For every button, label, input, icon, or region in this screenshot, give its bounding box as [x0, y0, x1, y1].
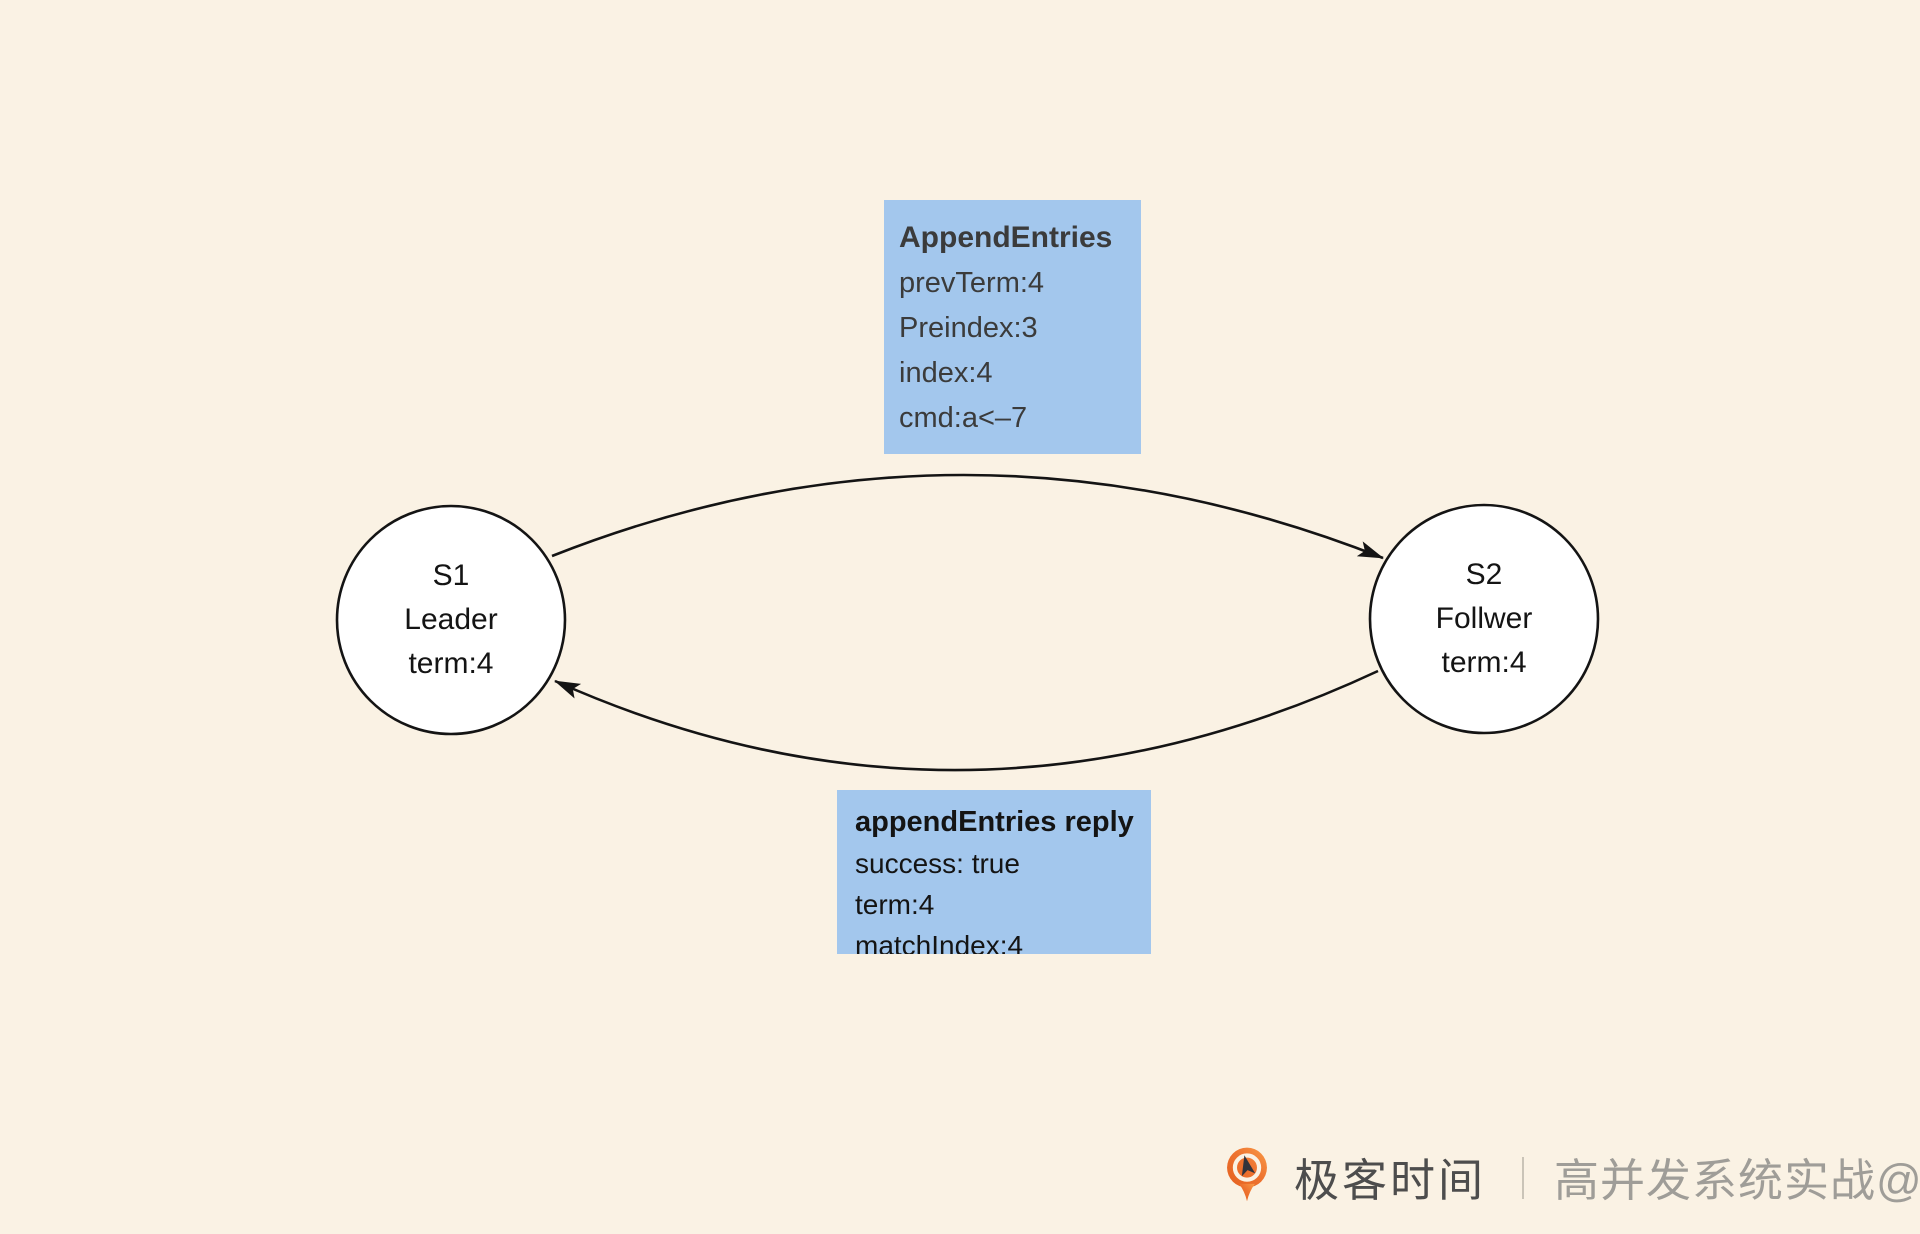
- node-s2-id: S2: [1465, 558, 1503, 591]
- watermark: 极客时间 ｜ 高并发系统实战@蓝天: [1226, 1144, 1920, 1208]
- reply-term: term:4: [855, 889, 935, 920]
- request-cmd: cmd:a<–7: [899, 402, 1028, 434]
- node-s1-label: S1 Leader term:4: [404, 554, 497, 686]
- node-s1-term: term:4: [408, 647, 494, 680]
- node-s2-label: S2 Follwer term:4: [1436, 553, 1533, 685]
- reply-title: appendEntries reply: [855, 806, 1134, 838]
- node-s1-id: S1: [432, 559, 470, 592]
- request-prev-term: prevTerm:4: [899, 267, 1045, 299]
- append-entries-reply-arrow: [554, 669, 1379, 772]
- watermark-credit: 高并发系统实战@蓝天: [1554, 1154, 1920, 1206]
- watermark-separator: ｜: [1502, 1155, 1545, 1203]
- append-entries-reply-box: appendEntries reply success: true term:4…: [837, 790, 1151, 954]
- reply-success: success: true: [855, 848, 1020, 879]
- request-title: AppendEntries: [899, 221, 1113, 254]
- geektime-logo-icon: [1227, 1147, 1267, 1202]
- request-prev-index: Preindex:3: [899, 312, 1038, 344]
- node-s2-role: Follwer: [1435, 602, 1533, 635]
- watermark-brand: 极客时间: [1294, 1154, 1487, 1206]
- append-entries-request-arrow: [551, 473, 1384, 560]
- node-s2-circle: [1368, 503, 1600, 735]
- node-s1-role: Leader: [404, 603, 498, 636]
- reply-match-index: matchIndex:4: [855, 930, 1024, 954]
- append-entries-request-box: AppendEntries prevTerm:4 Preindex:3 inde…: [884, 200, 1141, 454]
- node-s2-term: term:4: [1441, 646, 1527, 679]
- node-s1-circle: [335, 504, 567, 736]
- request-index: index:4: [899, 357, 993, 389]
